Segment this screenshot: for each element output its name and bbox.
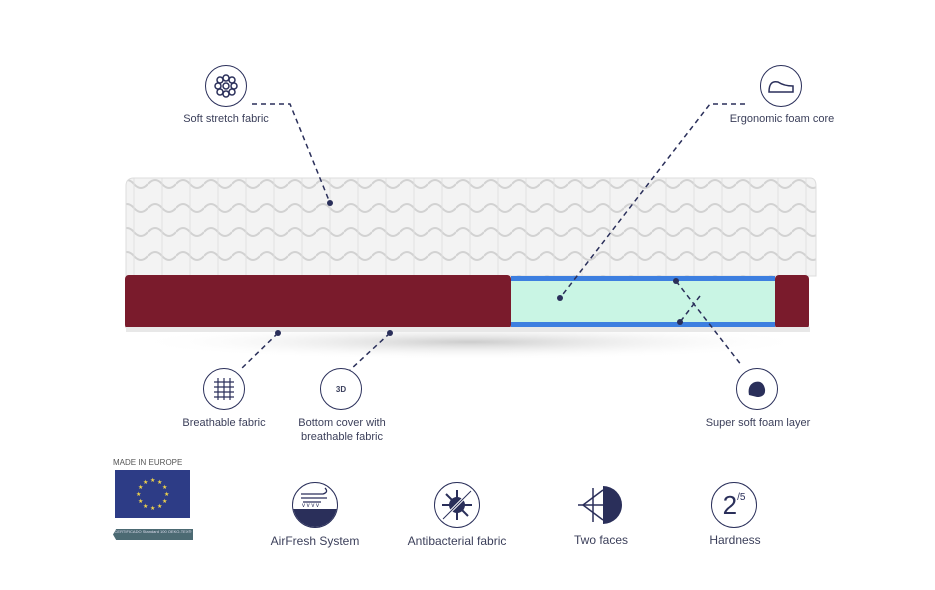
breathable-label: Breathable fabric xyxy=(182,417,266,429)
svg-text:★: ★ xyxy=(138,498,143,505)
airfresh-label: AirFresh System xyxy=(270,534,360,548)
soft-stretch-label: Soft stretch fabric xyxy=(183,113,269,125)
3d-text: 3D xyxy=(335,384,347,394)
eu-flag: ★★★★★★★★★★★★ xyxy=(115,470,190,518)
antibacterial-icon xyxy=(434,482,480,528)
svg-text:★: ★ xyxy=(157,479,162,486)
svg-text:★: ★ xyxy=(162,498,167,505)
svg-text:★: ★ xyxy=(157,503,162,510)
svg-text:★: ★ xyxy=(138,484,143,491)
svg-text:★: ★ xyxy=(150,477,155,484)
oeko-tex-badge: CERTIFICADO Standard 100 OEKO-TEX® xyxy=(113,529,193,540)
svg-text:v v v v: v v v v xyxy=(302,503,319,509)
hardness-icon: 2/5 xyxy=(711,482,757,528)
mattress-illustration xyxy=(125,177,817,360)
svg-text:★: ★ xyxy=(150,505,155,512)
hardness-max: /5 xyxy=(737,492,746,503)
hardness-value: 2 xyxy=(722,489,738,520)
two-faces-icon xyxy=(576,480,630,530)
foam-core-icon xyxy=(760,65,802,107)
made-in-europe-label: MADE IN EUROPE xyxy=(113,458,183,467)
svg-text:★: ★ xyxy=(143,503,148,510)
hardness-label: Hardness xyxy=(709,533,761,547)
svg-text:★: ★ xyxy=(162,484,167,491)
breathable-mesh-icon xyxy=(203,368,245,410)
3d-fabric-icon: 3D xyxy=(320,368,362,410)
fabric-dots-icon xyxy=(205,65,247,107)
soft-foam-icon xyxy=(736,368,778,410)
two-faces-label: Two faces xyxy=(573,533,629,547)
antibacterial-label: Antibacterial fabric xyxy=(407,534,507,548)
super-soft-label: Super soft foam layer xyxy=(705,417,811,429)
svg-text:★: ★ xyxy=(164,491,169,498)
bottom-cover-label: Bottom cover with breathable fabric xyxy=(298,417,386,443)
airfresh-icon: v v v v xyxy=(292,482,338,528)
svg-text:★: ★ xyxy=(136,491,141,498)
svg-text:★: ★ xyxy=(143,479,148,486)
ergonomic-label: Ergonomic foam core xyxy=(729,113,835,125)
mattress xyxy=(120,172,820,372)
